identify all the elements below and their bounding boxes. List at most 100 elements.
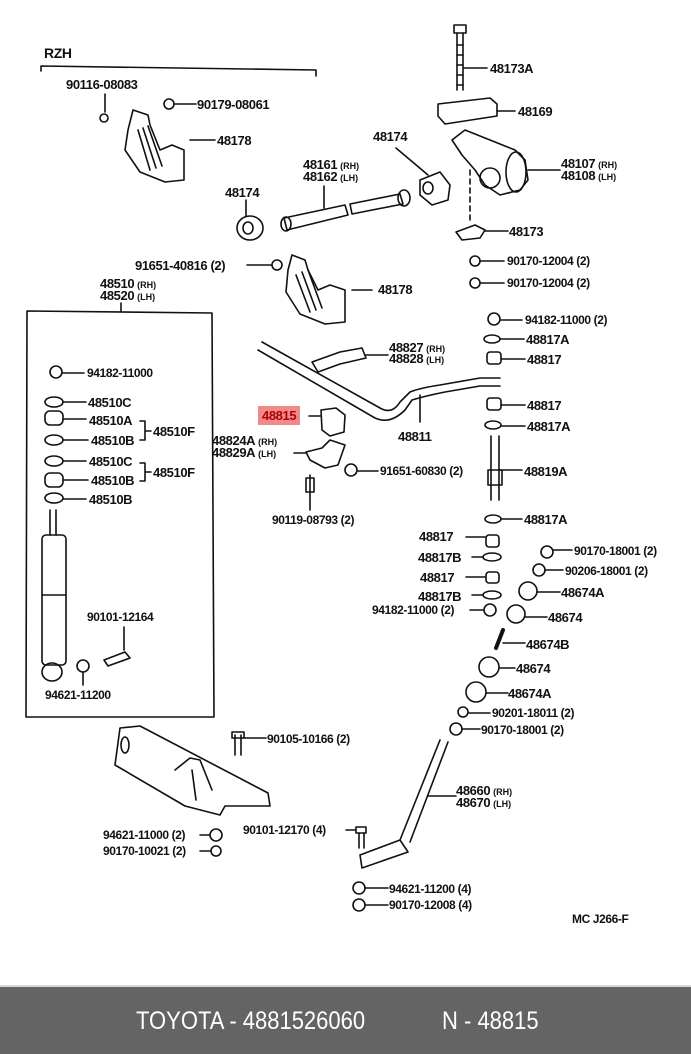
nut-90170-12008-icon (352, 898, 366, 912)
part-label[interactable]: 48817B (418, 550, 462, 565)
part-label[interactable]: 48510A (89, 413, 133, 428)
part-label[interactable]: 91651-40816 (2) (135, 258, 226, 273)
part-label[interactable]: 90170-18001 (2) (481, 723, 564, 737)
part-label[interactable]: 48811 (398, 429, 432, 444)
bushing-48815 (320, 407, 346, 437)
part-label[interactable]: 90116-08083 (66, 77, 138, 92)
part-label[interactable]: 48817A (524, 512, 568, 527)
part-label[interactable]: 91651-60830 (2) (380, 464, 463, 478)
nut-94182-11000-icon (487, 312, 501, 326)
part-label[interactable]: 48173 (509, 224, 544, 239)
part-label[interactable]: 90179-08061 (197, 97, 270, 112)
part-label[interactable]: 94182-11000 (87, 366, 153, 380)
part-label[interactable]: 90170-10021 (2) (103, 844, 186, 858)
part-label[interactable]: 48817B (418, 589, 462, 604)
part-label[interactable]: 48824A(RH) (212, 433, 278, 448)
part-label[interactable]: 48178 (217, 133, 252, 148)
strut-rod-48660 (359, 739, 449, 869)
bolt-91651-icon (271, 259, 283, 271)
collar-48174-right (419, 171, 451, 206)
part-label[interactable]: 94621-11000 (2) (103, 828, 186, 842)
diagram-drawing (25, 24, 573, 912)
part-label[interactable]: 94182-11000 (2) (525, 313, 608, 327)
bushing-48674A-icon (518, 581, 538, 601)
part-label[interactable]: 94621-11200 (4) (389, 882, 472, 896)
part-label[interactable]: 48510F (153, 424, 195, 439)
part-label[interactable]: 48660(RH) (456, 783, 513, 798)
part-label[interactable]: 48827(RH) (389, 340, 446, 355)
washer-94621-11000-icon (209, 828, 223, 842)
part-label[interactable]: 48161(RH) (303, 157, 360, 172)
footer-bar: TOYOTA - 4881526060 N - 48815 (0, 985, 691, 1054)
nut-90170-18001-icon (540, 545, 554, 559)
bracket-48178-top (124, 109, 185, 183)
part-label[interactable]: 90201-18011 (2) (492, 706, 575, 720)
part-label[interactable]: 94182-11000 (2) (372, 603, 455, 617)
part-label[interactable]: 48819A (524, 464, 568, 479)
part-label[interactable]: 48828(LH) (389, 351, 445, 366)
bolt-91651-60830-icon (344, 463, 358, 477)
sleeve-48674B (494, 628, 505, 650)
part-label[interactable]: 48108(LH) (561, 168, 617, 183)
bushing-48674-icon (506, 604, 526, 624)
washer-94621-icon (76, 659, 90, 673)
part-label[interactable]: 48670(LH) (456, 795, 512, 810)
part-label[interactable]: 48817 (527, 352, 562, 367)
part-label[interactable]: 48173A (490, 61, 534, 76)
shock-absorber-box (25, 310, 215, 718)
part-label[interactable]: 48510B (89, 492, 133, 507)
part-label[interactable]: 94621-11200 (45, 688, 111, 702)
stabilizer-bar-48811 (257, 341, 501, 421)
part-label[interactable]: 48169 (518, 104, 553, 119)
part-label[interactable]: 90170-18001 (2) (574, 544, 657, 558)
rzh-bracket-line (40, 65, 317, 77)
part-label[interactable]: 48829A(LH) (212, 445, 277, 460)
part-label[interactable]: 90170-12004 (2) (507, 276, 590, 290)
part-label[interactable]: 48510B (91, 473, 135, 488)
collar-48174-left (236, 215, 264, 241)
part-label[interactable]: 48510C (88, 395, 132, 410)
part-label[interactable]: 90101-12164 (87, 610, 154, 624)
brand-part-number: TOYOTA - 4881526060 (136, 1007, 366, 1035)
link-bolt-48819A (487, 435, 503, 501)
part-label[interactable]: 48178 (378, 282, 413, 297)
part-label[interactable]: 48674 (548, 610, 583, 625)
part-label[interactable]: 90170-12008 (4) (389, 898, 472, 912)
part-label[interactable]: 48510B (91, 433, 135, 448)
part-label[interactable]: 48107(RH) (561, 156, 618, 171)
part-label[interactable]: 48520(LH) (100, 288, 156, 303)
washer-94621-11200-4-icon (352, 881, 366, 895)
part-label[interactable]: 90170-12004 (2) (507, 254, 590, 268)
part-label[interactable]: 48817 (420, 570, 455, 585)
part-label[interactable]: 48817 (527, 398, 562, 413)
part-label[interactable]: 48162(LH) (303, 169, 359, 184)
variant-label: RZH (44, 45, 72, 61)
bracket-48827 (311, 347, 367, 373)
highlighted-part-label[interactable]: 48815 (258, 406, 301, 425)
part-label[interactable]: 48817A (526, 332, 570, 347)
part-label[interactable]: 48174 (373, 129, 408, 144)
part-label[interactable]: 90105-10166 (2) (267, 732, 350, 746)
part-label[interactable]: 90206-18001 (2) (565, 564, 648, 578)
part-label[interactable]: 48674B (526, 637, 570, 652)
arm-48107 (451, 129, 529, 196)
nut-90170-12004-a-icon (469, 255, 481, 267)
part-label[interactable]: 48674 (516, 661, 551, 676)
bracket-48824A (305, 439, 346, 469)
parts-diagram: RZH 90116-08083 90179-08061 48178 48174 … (25, 24, 658, 926)
nut-94182-11000-3-icon (483, 603, 497, 617)
part-label[interactable]: 48674A (508, 686, 552, 701)
part-label[interactable]: 90101-12170 (4) (243, 823, 326, 837)
bolt-90116-icon (99, 113, 109, 123)
part-label[interactable]: 90119-08793 (2) (272, 513, 355, 527)
part-label[interactable]: 48674A (561, 585, 605, 600)
part-label[interactable]: 48174 (225, 185, 260, 200)
part-label[interactable]: 48510C (89, 454, 133, 469)
part-label[interactable]: 48817A (527, 419, 571, 434)
part-label[interactable]: 48510(RH) (100, 276, 157, 291)
block-48169 (437, 97, 498, 125)
part-label[interactable]: 48817 (419, 529, 454, 544)
nut-90170-12004-b-icon (469, 277, 481, 289)
bolt-90101-12164 (103, 651, 131, 667)
part-label[interactable]: 48510F (153, 465, 195, 480)
